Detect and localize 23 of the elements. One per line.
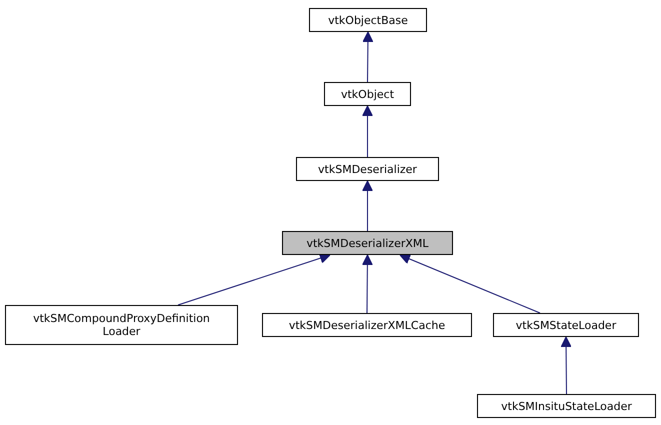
inheritance-arrow [560,336,572,394]
class-box [5,305,238,345]
class-name: vtkSMStateLoader [516,318,616,332]
class-box [282,231,453,255]
class-name: vtkSMInsituStateLoader [501,400,632,412]
class-name: vtkObject [340,88,394,100]
class-box [309,8,427,32]
class-box [493,313,639,337]
class-name: vtkObjectBase [328,14,408,26]
inheritance-arrow [400,254,540,314]
class-box [296,157,439,181]
inheritance-arrow [362,106,373,158]
inheritance-arrow [362,180,373,232]
class-name: vtkSMDeserializerXML [306,236,429,250]
inheritance-arrow [362,254,373,314]
class-box [262,313,472,337]
class-name: vtkSMDeserializer [318,162,417,176]
class-box [324,82,411,106]
class-box [477,394,656,418]
inheritance-arrow [178,252,330,306]
inheritance-arrow [362,32,374,82]
class-name: vtkSMDeserializerXMLCache [288,318,446,332]
class-name: vtkSMCompoundProxyDefinition Loader [32,312,211,338]
